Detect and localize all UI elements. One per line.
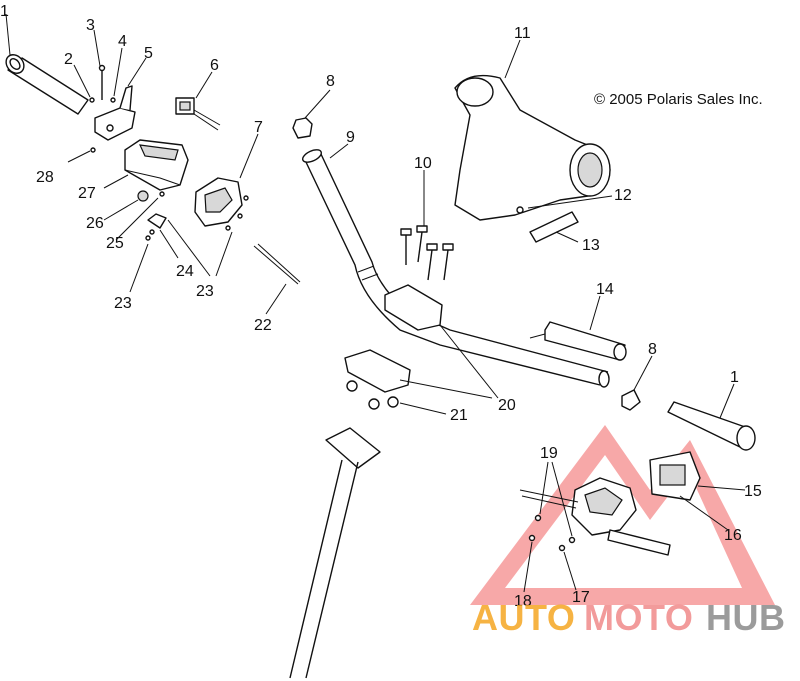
watermark-moto: MOTO [584, 597, 693, 638]
grip-insert [529, 321, 627, 361]
callout-5: 5 [144, 45, 153, 62]
upper-clamp [384, 284, 443, 331]
part-24 [147, 213, 167, 229]
pins-2-3-4 [89, 64, 116, 103]
callout-20: 20 [498, 397, 516, 414]
control-housing-7 [194, 177, 249, 231]
callout-9: 9 [346, 129, 355, 146]
screw-19a [534, 514, 542, 522]
cable-22 [253, 243, 301, 285]
callout-15: 15 [744, 483, 762, 500]
part-12 [516, 206, 524, 214]
copyright-text: © 2005 Polaris Sales Inc. [594, 91, 763, 108]
left-grip [5, 54, 89, 115]
watermark-logo [470, 425, 775, 605]
leader-lines [5, 13, 746, 593]
watermark-text: AUTO MOTO HUB [472, 597, 786, 638]
part-13 [529, 211, 579, 243]
callout-19: 19 [540, 445, 558, 462]
callout-labels: 1 2 3 4 5 6 7 8 9 10 11 12 13 14 8 1 15 … [0, 3, 762, 610]
nut-21b [387, 396, 399, 408]
callout-12: 12 [614, 187, 632, 204]
switch-assembly [649, 451, 701, 501]
callout-23-right: 23 [196, 283, 214, 300]
steering-post [289, 427, 381, 679]
callout-8-right: 8 [648, 341, 657, 358]
callout-1-left: 1 [0, 3, 9, 20]
nut-21a [346, 380, 358, 392]
watermark-triangle [470, 425, 775, 605]
screw-19b [568, 536, 576, 544]
callout-18: 18 [514, 593, 532, 610]
screw-18 [528, 534, 536, 542]
callout-23-left: 23 [114, 295, 132, 312]
callout-13: 13 [582, 237, 600, 254]
bolts-10 [400, 225, 454, 281]
callout-26: 26 [86, 215, 104, 232]
plug-upper [292, 117, 313, 139]
watermark-auto: AUTO [472, 597, 575, 638]
callout-6: 6 [210, 57, 219, 74]
callout-8-upper: 8 [326, 73, 335, 90]
callout-21: 21 [450, 407, 468, 424]
handlebar-cover [454, 74, 611, 221]
screw-17 [558, 544, 566, 552]
nut-21c [368, 398, 380, 410]
switch-6 [175, 97, 221, 131]
watermark-hub: HUB [706, 597, 786, 638]
callout-22: 22 [254, 317, 272, 334]
callout-1-right: 1 [730, 369, 739, 386]
callout-27: 27 [78, 185, 96, 202]
callout-10: 10 [414, 155, 432, 172]
callout-16: 16 [724, 527, 742, 544]
callout-11: 11 [514, 25, 531, 42]
brake-assembly [519, 477, 671, 556]
callout-7: 7 [254, 119, 263, 136]
right-grip [667, 401, 756, 451]
callout-24: 24 [176, 263, 194, 280]
callout-4: 4 [118, 33, 127, 50]
part-28 [90, 147, 96, 153]
callout-3: 3 [86, 17, 95, 34]
callout-17: 17 [572, 589, 590, 606]
throttle-housing [124, 139, 189, 191]
callout-14: 14 [596, 281, 614, 298]
part-26 [137, 190, 149, 202]
part-25 [159, 191, 165, 197]
callout-25: 25 [106, 235, 124, 252]
lower-clamp [344, 349, 411, 393]
throttle-bracket [94, 85, 136, 141]
callout-28: 28 [36, 169, 54, 186]
plug-right [621, 389, 641, 411]
callout-2: 2 [64, 51, 73, 68]
